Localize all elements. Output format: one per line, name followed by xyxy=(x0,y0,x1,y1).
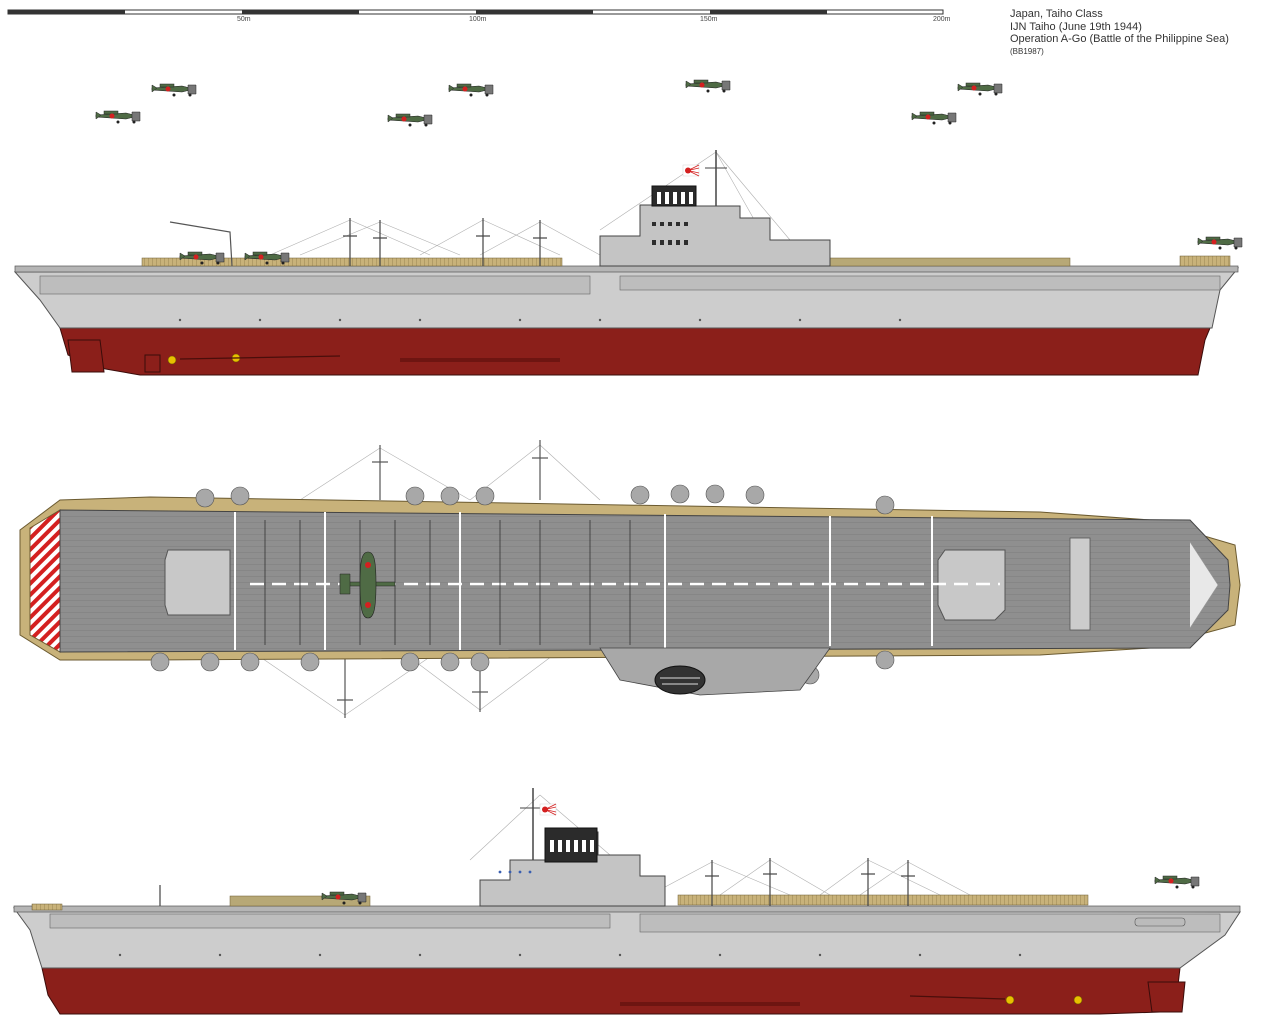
naval-ensign-flag xyxy=(682,164,700,177)
island-starboard xyxy=(599,185,831,267)
aircraft xyxy=(1197,236,1243,250)
aircraft xyxy=(1154,875,1200,889)
aircraft xyxy=(685,79,731,93)
info-credit: (BB1987) xyxy=(1010,46,1044,56)
info-operation: Operation A-Go (Battle of the Philippine… xyxy=(1010,33,1229,45)
naval-ensign-flag xyxy=(539,803,557,816)
aircraft xyxy=(387,113,433,127)
deck-aircraft-top xyxy=(339,551,396,619)
island-plan xyxy=(599,647,831,696)
scale-bar: 50m 100m 150m 200m xyxy=(7,9,951,23)
aircraft xyxy=(95,110,141,124)
flight-deck-edge xyxy=(14,265,1239,273)
scale-label-50: 50m xyxy=(237,16,251,23)
aircraft xyxy=(911,111,957,125)
hull-red-port xyxy=(41,967,1181,1015)
aircraft xyxy=(957,82,1003,96)
plan-view xyxy=(19,440,1241,718)
hull-red-starboard xyxy=(59,327,1211,376)
scale-label-100: 100m xyxy=(469,16,487,23)
info-ship: IJN Taiho (June 19th 1944) xyxy=(1010,20,1142,33)
aft-elevator xyxy=(164,549,231,616)
forward-elevator xyxy=(937,549,1006,621)
flight-deck xyxy=(59,509,1231,653)
island-port xyxy=(479,831,666,907)
profile-starboard xyxy=(13,150,1240,376)
profile-port xyxy=(13,788,1241,1015)
scale-label-150: 150m xyxy=(700,16,718,23)
scale-label-200: 200m xyxy=(933,16,951,23)
info-title: Japan, Taiho Class xyxy=(1010,8,1103,20)
aircraft xyxy=(448,83,494,97)
aircraft xyxy=(151,83,197,97)
drawing-info: Japan, Taiho Class IJN Taiho (June 19th … xyxy=(1010,8,1229,58)
